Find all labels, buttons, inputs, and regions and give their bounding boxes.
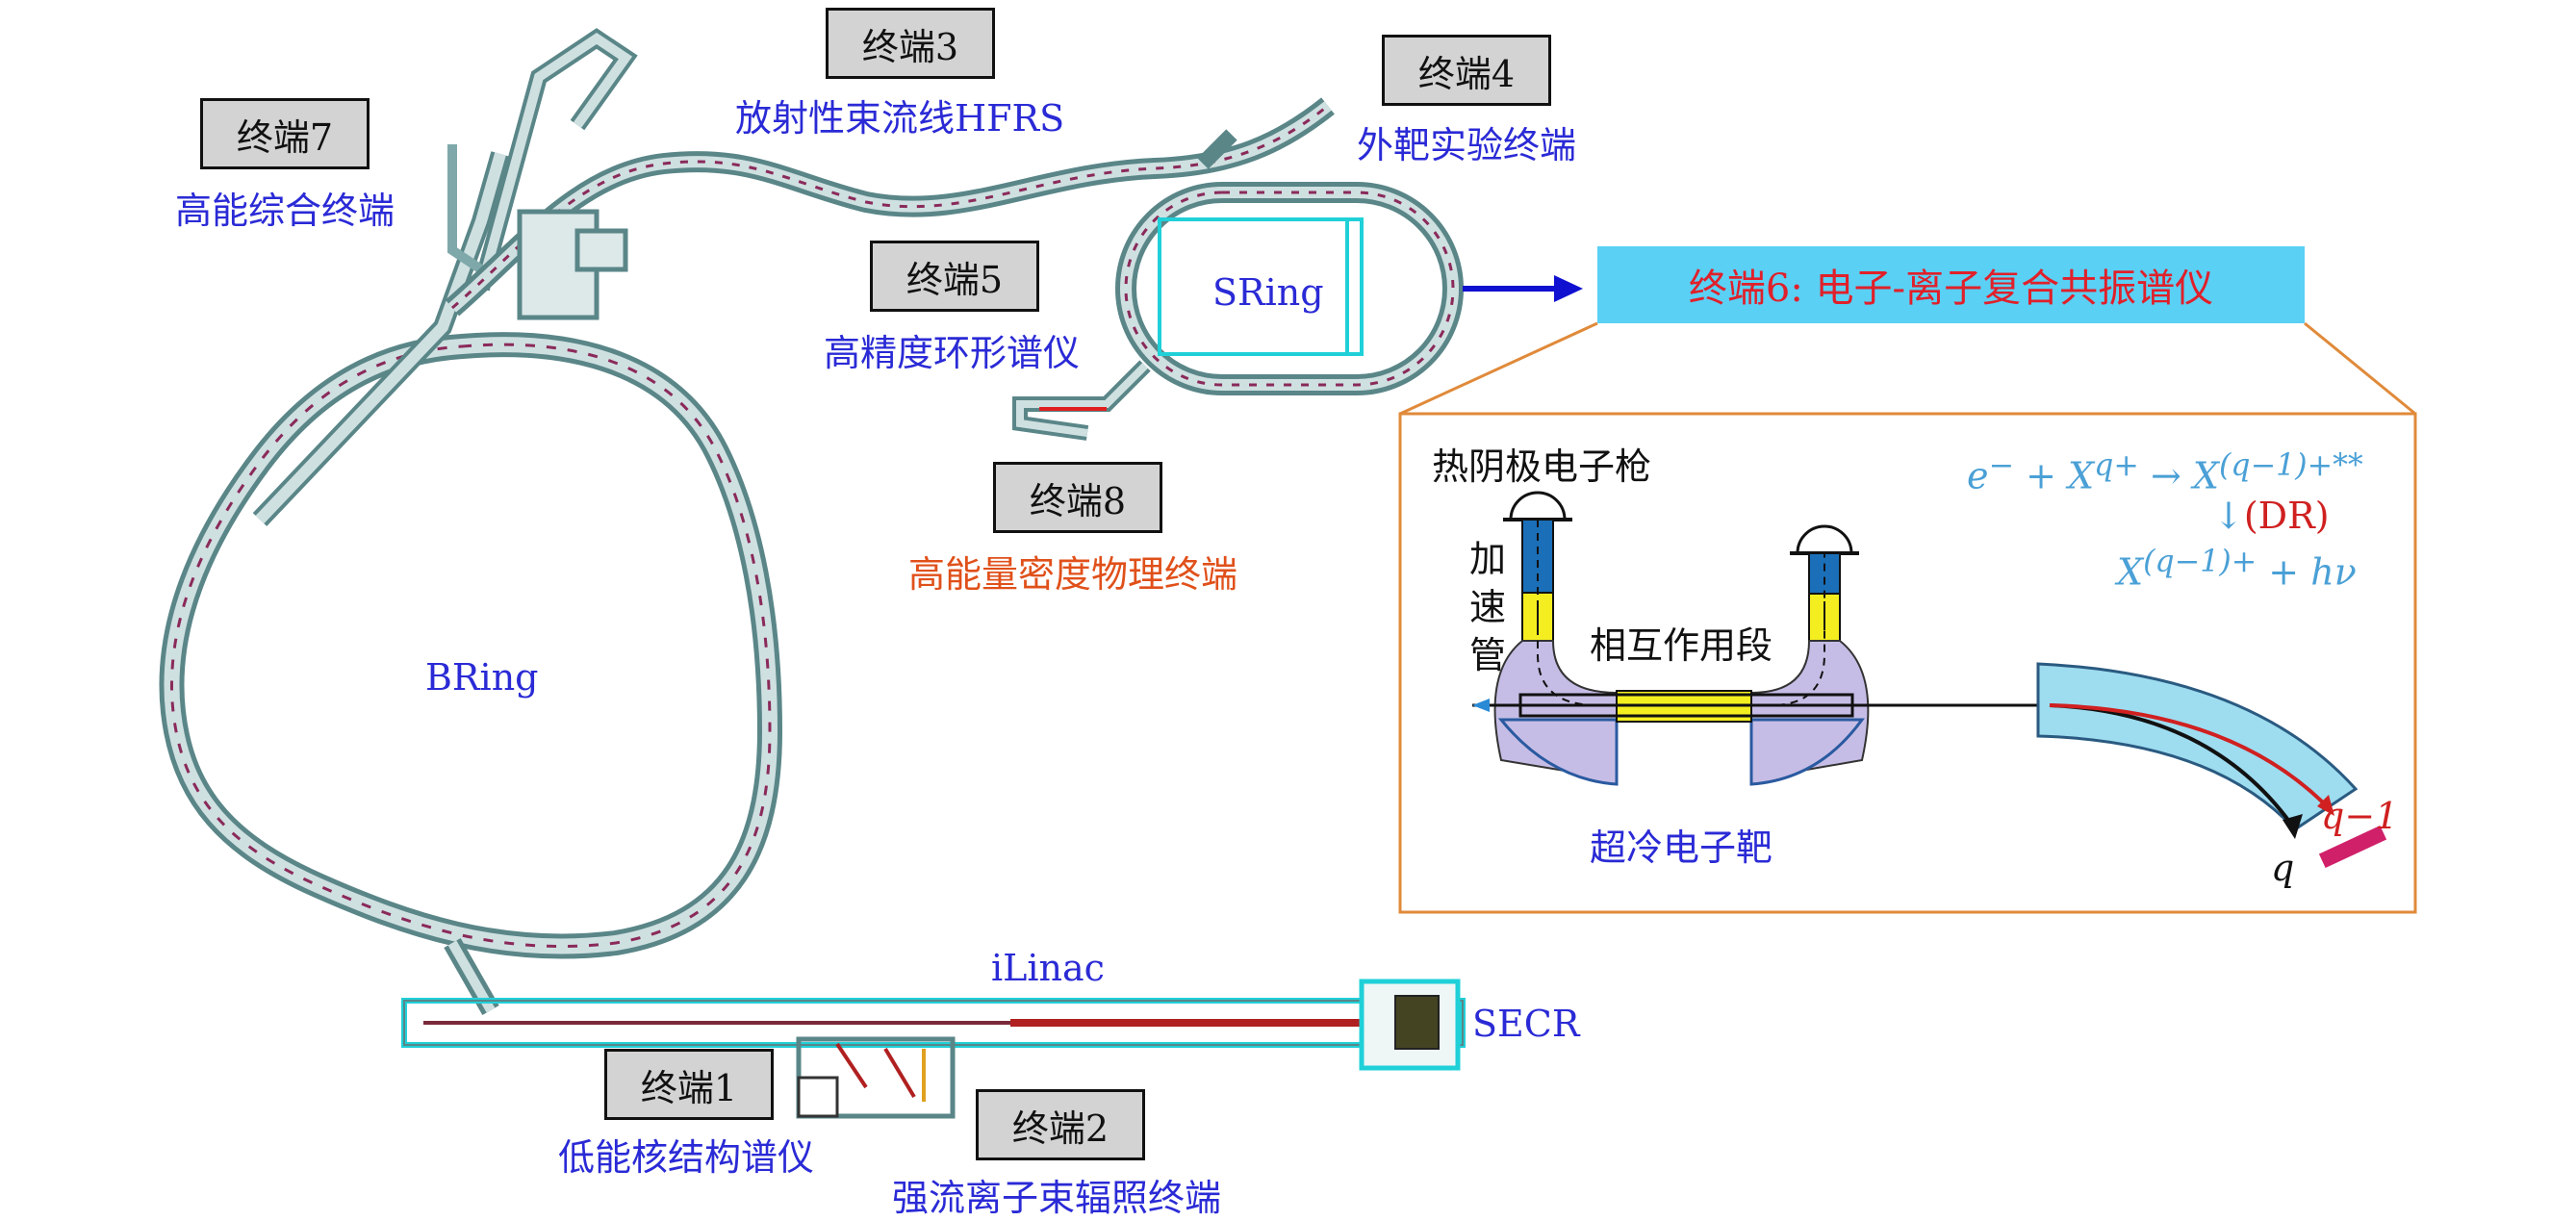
terminal-7-box: 终端7 [200,98,370,169]
terminal-5-box: 终端5 [870,241,1039,312]
terminal-1-desc: 低能核结构谱仪 [558,1136,815,1179]
terminal-8-box: 终端8 [993,462,1162,533]
formula-down-arrow: ↓ [2213,495,2244,537]
bring-label: BRing [425,656,539,699]
terminal-8-desc: 高能量密度物理终端 [908,553,1238,596]
terminal-7-desc: 高能综合终端 [175,190,395,232]
terminal-1-box: 终端1 [604,1049,774,1120]
sring-label: SRing [1212,271,1324,314]
formula-line-2: ↓(DR) [2213,495,2330,537]
terminal-2-desc: 强流离子束辐照终端 [892,1177,1222,1219]
terminal-2-box: 终端2 [976,1089,1145,1160]
accel-tube-text: 加速管 [1468,538,1506,676]
terminal-6-banner: 终端6: 电子-离子复合共振谱仪 [1597,246,2305,323]
inset-frame [1398,412,2417,914]
electron-gun-label: 热阴极电子枪 [1432,445,1652,488]
formula-line-1: e− + Xq+ → X(q−1)+** [1967,448,2363,497]
accel-tube-label: 加速管 [1467,535,1509,679]
ilinac-label: iLinac [991,947,1105,989]
interaction-section-label: 相互作用段 [1590,624,1773,667]
electron-target-label: 超冷电子靶 [1590,827,1773,869]
formula-dr: (DR) [2243,495,2330,537]
q-minus-1-label: q−1 [2321,795,2399,837]
terminal-4-desc: 外靶实验终端 [1357,124,1577,166]
secr-label: SECR [1472,1003,1580,1045]
terminal-4-box: 终端4 [1382,35,1551,106]
terminal-3-box: 终端3 [826,8,995,79]
q-label: q [2271,847,2295,889]
formula-line-3: X(q−1)+ + hν [2117,545,2357,594]
terminal-3-desc: 放射性束流线HFRS [735,97,1065,140]
terminal-5-desc: 高精度环形谱仪 [824,332,1081,374]
